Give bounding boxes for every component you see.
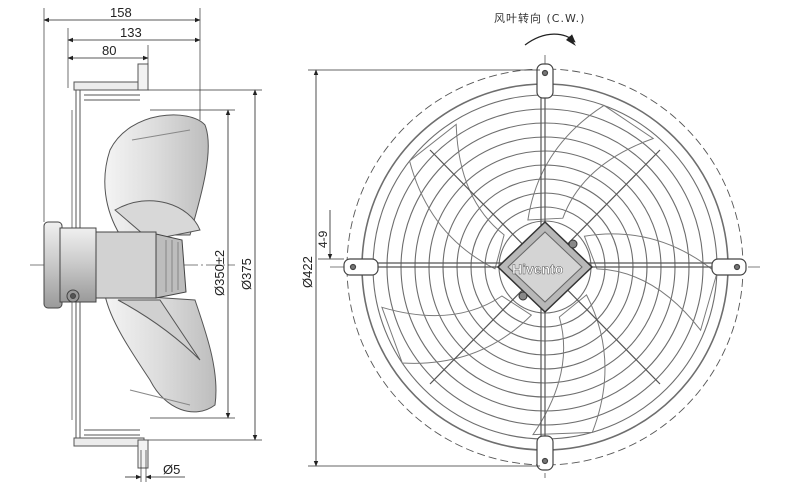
dim-375-text: Ø375 (239, 258, 254, 290)
mounting-brackets (343, 63, 747, 471)
dim-4-9-text: 4-9 (316, 230, 330, 248)
front-view: Hivento 风叶转向 (C.W.) Ø422 4-9 (300, 11, 760, 478)
motor-hub: Hivento (496, 220, 594, 314)
dim-80: 80 (67, 43, 149, 64)
brand-logo-text: Hivento (512, 261, 563, 277)
fan-blade (381, 295, 533, 364)
dim-158: 158 (43, 5, 201, 222)
rotation-direction-label: 风叶转向 (C.W.) (494, 11, 585, 25)
dim-422-text: Ø422 (300, 256, 315, 288)
side-view: 158 133 80 Ø350±2 Ø375 (30, 5, 262, 482)
side-motor (43, 221, 187, 309)
side-blades (104, 114, 217, 413)
dim-422: Ø422 (300, 69, 540, 467)
dim-133: 133 (67, 25, 201, 88)
dim-350: Ø350±2 (150, 109, 235, 419)
fan-blade (532, 294, 606, 436)
dim-133-text: 133 (120, 25, 142, 40)
fan-blade (583, 233, 718, 332)
dim-4-9: 4-9 (316, 210, 344, 260)
dim-80-text: 80 (102, 43, 116, 58)
fan-blade (409, 123, 505, 270)
dim-350-text: Ø350±2 (212, 250, 227, 296)
dim-375: Ø375 (148, 89, 262, 441)
side-grille (71, 63, 149, 469)
dim-5-text: Ø5 (163, 462, 180, 477)
dim-158-text: 158 (110, 5, 132, 20)
dim-5: Ø5 (125, 450, 185, 482)
rotation-arrow-icon (524, 33, 576, 46)
